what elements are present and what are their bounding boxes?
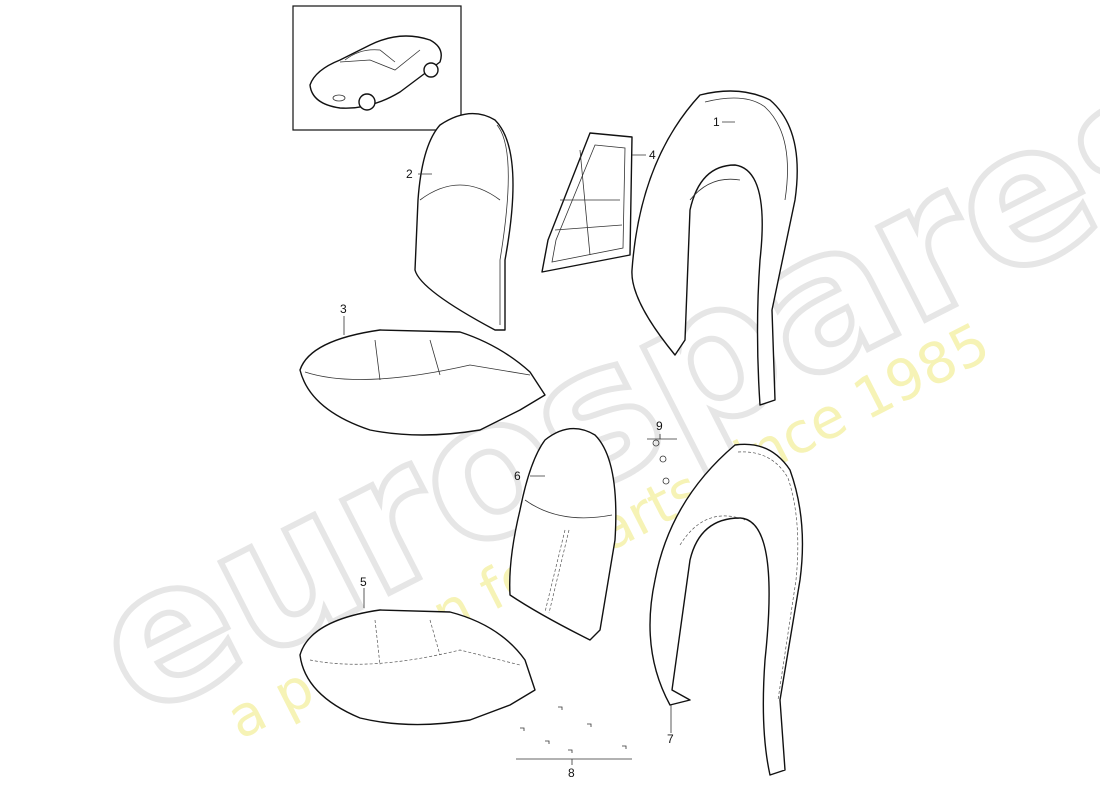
callout-7: 7	[667, 732, 674, 746]
car-icon	[309, 35, 442, 111]
part-4-backrest-frame	[541, 132, 633, 273]
part-2-backrest-cover	[414, 112, 514, 331]
callout-5: 5	[360, 575, 367, 589]
part-3-seat-cushion-cover	[299, 329, 546, 436]
callout-8: 8	[568, 766, 575, 780]
part-9-clips	[647, 434, 677, 485]
callout-4: 4	[649, 148, 656, 162]
part-1-backrest-cushion	[631, 90, 798, 406]
part-5-seat-cushion	[299, 609, 536, 726]
part-6-backrest-cover	[509, 427, 617, 641]
callout-3: 3	[340, 302, 347, 316]
car-thumbnail	[292, 5, 462, 131]
part-7-backrest-cushion	[649, 443, 804, 776]
callout-2: 2	[406, 167, 413, 181]
callout-6: 6	[514, 469, 521, 483]
callout-9: 9	[656, 419, 663, 433]
leader-lines	[343, 121, 735, 733]
callout-1: 1	[713, 115, 720, 129]
watermark: eurospares a passion for parts since 198…	[57, 15, 1100, 763]
part-8-clips	[516, 706, 632, 765]
